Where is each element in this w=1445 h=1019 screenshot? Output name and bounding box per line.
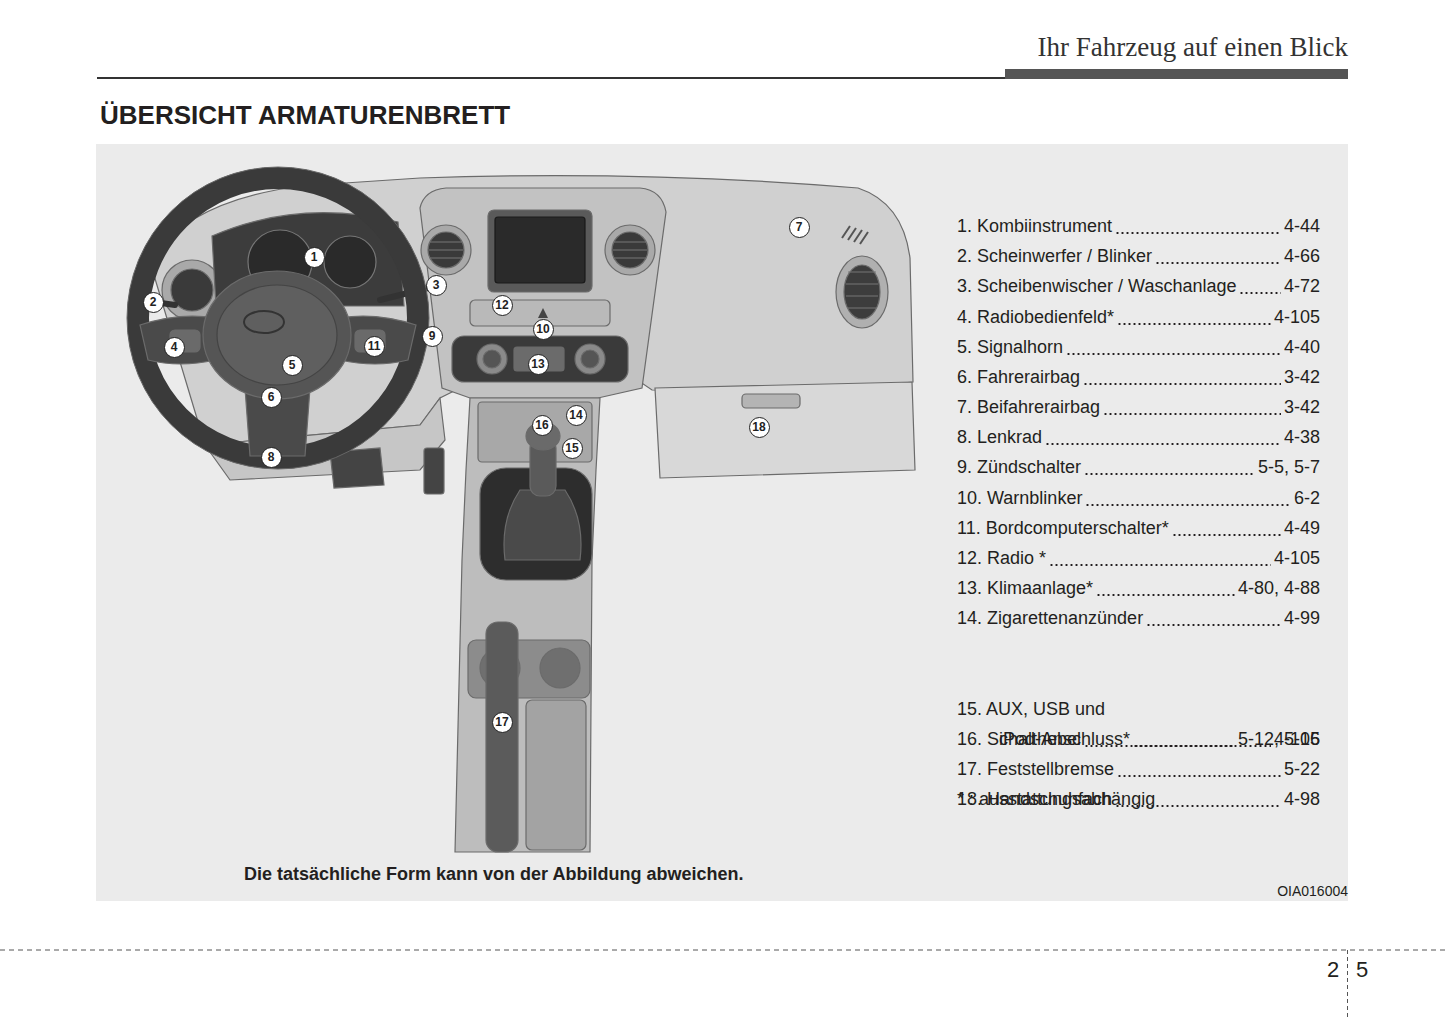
part-list-entry: 6. Fahrerairbag [957, 365, 1080, 389]
page-reference: 4-40 [1284, 335, 1320, 359]
page-number: 5 [1356, 956, 1368, 984]
callout-number: 11 [364, 336, 385, 357]
callout-number: 9 [422, 326, 443, 347]
dot-leader [1083, 382, 1281, 386]
page-title: ÜBERSICHT ARMATURENBRETT [100, 99, 510, 131]
dot-leader [1117, 774, 1281, 778]
callout-number: 5 [282, 355, 303, 376]
part-list-entry: 4. Radiobedienfeld* [957, 305, 1114, 329]
dot-leader [1115, 231, 1281, 235]
dot-leader [1066, 352, 1281, 356]
callout-number: 16 [532, 415, 553, 436]
page-reference: 4-80, 4-88 [1238, 576, 1320, 600]
footer-rule [0, 950, 1445, 951]
part-list-entry: 2. Scheinwerfer / Blinker [957, 244, 1152, 268]
part-list-entry: 11. Bordcomputerschalter* [957, 516, 1169, 540]
callout-number: 14 [566, 405, 587, 426]
callout-number: 1 [304, 247, 325, 268]
callout-number: 8 [261, 447, 282, 468]
dot-leader [1172, 533, 1281, 537]
dot-leader [1117, 322, 1271, 326]
part-list-entry: 1. Kombiinstrument [957, 214, 1112, 238]
header-rule [97, 77, 1005, 79]
page-reference: 5-5, 5-7 [1258, 455, 1320, 479]
part-list-entry: 12. Radio * [957, 546, 1046, 570]
dot-leader [1146, 623, 1281, 627]
dot-leader [1049, 563, 1271, 567]
page-reference: 5-12, 5-15 [1238, 727, 1320, 751]
page-reference: 5-22 [1284, 757, 1320, 781]
part-list-entry: 9. Zündschalter [957, 455, 1081, 479]
part-list-entry: 8. Lenkrad [957, 425, 1042, 449]
page-reference: 4-105 [1274, 546, 1320, 570]
page-reference: 4-98 [1284, 787, 1320, 811]
footnote: * : ausstattungsabhängig [957, 787, 1155, 811]
part-list-entry: 13. Klimaanlage* [957, 576, 1093, 600]
running-header: Ihr Fahrzeug auf einen Blick [1038, 30, 1348, 64]
callout-number: 15 [562, 438, 583, 459]
dot-leader [1096, 593, 1235, 597]
part-list-entry: 17. Feststellbremse [957, 757, 1114, 781]
page-reference: 4-99 [1284, 606, 1320, 630]
page-reference: 4-105 [1274, 305, 1320, 329]
page-reference: 4-66 [1284, 244, 1320, 268]
dot-leader [1045, 442, 1281, 446]
page-reference: 4-49 [1284, 516, 1320, 540]
part-list-entry: 7. Beifahrerairbag [957, 395, 1100, 419]
callout-number: 12 [492, 295, 513, 316]
callout-number: 10 [533, 319, 554, 340]
callout-number: 13 [528, 354, 549, 375]
callout-number: 3 [426, 275, 447, 296]
callout-number: 17 [492, 712, 513, 733]
page-reference: 4-72 [1284, 274, 1320, 298]
page-divider [1347, 950, 1348, 1019]
page-reference: 3-42 [1284, 395, 1320, 419]
part-list-entry: 16. Schalthebel [957, 727, 1081, 751]
figure-panel [96, 144, 1348, 901]
callout-number: 4 [164, 337, 185, 358]
figure-caption: Die tatsächliche Form kann von der Abbil… [244, 862, 743, 886]
part-list-entry: 5. Signalhorn [957, 335, 1063, 359]
dot-leader [1103, 412, 1281, 416]
page-reference: 3-42 [1284, 365, 1320, 389]
dot-leader [1155, 261, 1281, 265]
page-reference: 6-2 [1294, 486, 1320, 510]
dot-leader [1085, 503, 1291, 507]
callout-number: 2 [143, 292, 164, 313]
part-list-entry: 14. Zigarettenanzünder [957, 606, 1143, 630]
dot-leader [1084, 472, 1255, 476]
callout-number: 6 [261, 387, 282, 408]
page-number: 2 [1327, 956, 1339, 984]
part-list-entry: 10. Warnblinker [957, 486, 1082, 510]
page-reference: 4-38 [1284, 425, 1320, 449]
part-list-entry: 3. Scheibenwischer / Waschanlage [957, 274, 1236, 298]
header-bar [1005, 69, 1348, 79]
page-reference: 4-44 [1284, 214, 1320, 238]
figure-code: OIA016004 [1277, 882, 1348, 900]
callout-number: 7 [789, 217, 810, 238]
dot-leader [1239, 291, 1280, 295]
callout-number: 18 [749, 417, 770, 438]
dashboard [127, 167, 915, 852]
